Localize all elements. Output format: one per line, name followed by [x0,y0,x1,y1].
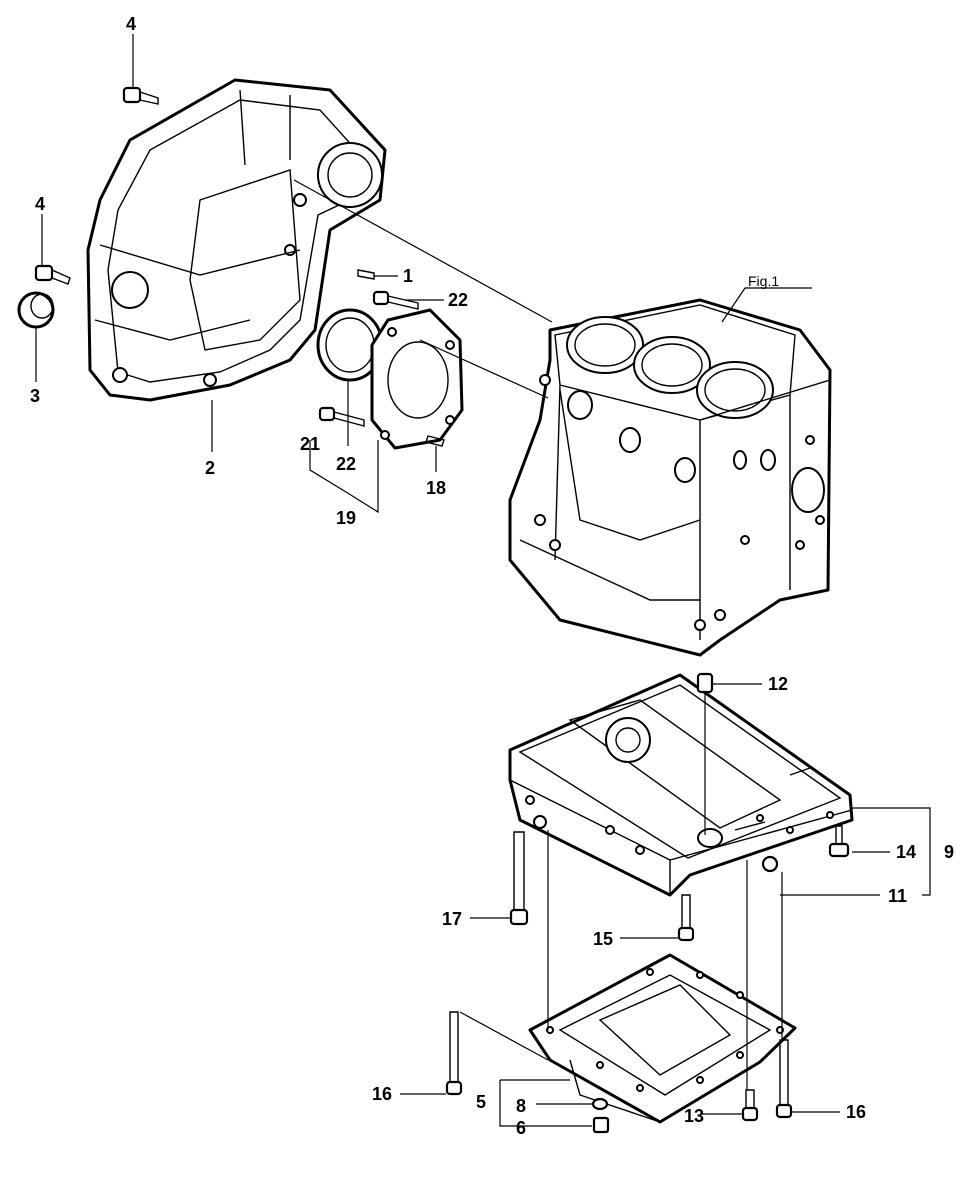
callout-14: 14 [896,842,916,862]
washer-part-8 [591,1097,609,1111]
bolt-part-22-lower [318,406,365,427]
oil-pan-upper-part-9 [508,673,854,897]
bolt-part-14 [828,825,850,858]
bolt-part-17 [509,831,529,926]
callout-17: 17 [442,909,462,929]
callout-12: 12 [768,674,788,694]
callout-15: 15 [593,929,613,949]
callout-4-top: 4 [126,14,136,34]
flywheel-housing [86,78,387,402]
callout-6: 6 [516,1118,526,1138]
seal-case-part-19 [370,308,464,450]
callout-18: 18 [426,478,446,498]
plug-part-3 [17,291,55,329]
callout-21: 21 [300,434,320,454]
callout-9: 9 [944,842,954,862]
callout-1: 1 [403,266,413,286]
callout-5: 5 [476,1092,486,1112]
callout-2: 2 [205,458,215,478]
pin-part-1 [357,269,375,280]
drain-plug-part-6 [592,1116,610,1134]
oil-seal-part-21 [316,308,384,382]
callout-16-right: 16 [846,1102,866,1122]
callout-19: 19 [336,508,356,528]
callout-16-left: 16 [372,1084,392,1104]
bolt-part-4-left [34,264,71,285]
callout-22-lower: 22 [336,454,356,474]
callout-11: 11 [888,886,907,906]
callout-4-left: 4 [35,194,45,214]
bolt-part-16-right [775,1039,793,1119]
pin-part-18 [425,435,445,447]
cylinder-block [508,298,832,657]
callout-22-upper: 22 [448,290,468,310]
bolt-part-16-left [445,1011,463,1096]
figure-reference: Fig.1 [748,273,779,289]
bolt-part-13 [741,1089,759,1122]
oil-pan-lower-part-5 [528,953,797,1124]
bolt-part-22-upper [372,290,419,310]
bolt-part-15 [677,894,695,942]
leader-lines [35,34,931,1127]
bolt-part-4-top [122,86,159,105]
callout-3: 3 [30,386,40,406]
plug-part-11 [761,855,779,873]
callout-13: 13 [684,1106,704,1126]
plug-part-12 [696,672,714,694]
callout-8: 8 [516,1096,526,1116]
